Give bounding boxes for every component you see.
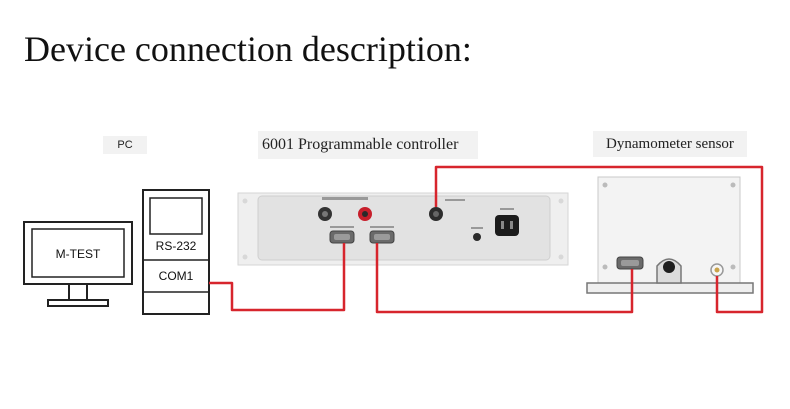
cable-controller-to-sensor-round [434, 165, 764, 314]
pc-monitor: M-TEST [23, 221, 133, 307]
cables [209, 165, 764, 314]
sensor-screw-bl [602, 264, 608, 270]
controller-unit [237, 192, 569, 266]
sensor-screw-tr [730, 182, 736, 188]
power-socket-icon [495, 215, 519, 236]
knob-caption-mark [322, 197, 368, 200]
round-connector-center [433, 211, 439, 217]
ground-caption-mark [471, 227, 483, 229]
round-connector-caption-mark [445, 199, 465, 201]
sensor-port-caption-mark [370, 226, 394, 228]
controller-tag: 6001 Programmable controller [258, 131, 478, 159]
sensor-db9-port-inner [621, 260, 639, 266]
sensor-screw-tl [602, 182, 608, 188]
rack-hole-tl [242, 198, 248, 204]
page-title: Device connection description: [24, 29, 472, 69]
db9-comm-port-inner [334, 234, 350, 240]
rack-hole-bl [242, 254, 248, 260]
cable-pc-to-controller [209, 243, 346, 312]
power-caption-mark [500, 208, 514, 210]
sensor-round-connector-pin [714, 267, 720, 273]
red-knob-center [362, 211, 368, 217]
pc-tower: RS-232 COM1 [142, 189, 210, 315]
power-pin-left [501, 221, 504, 229]
ground-terminal-icon [473, 233, 481, 241]
rack-hole-tr [558, 198, 564, 204]
tower-com-label: COM1 [159, 269, 194, 283]
power-pin-right [510, 221, 513, 229]
sensor-screw-br [730, 264, 736, 270]
shaft-bracket-hole [663, 261, 675, 273]
black-knob-center [322, 211, 328, 217]
tower-drive-bay [149, 197, 203, 235]
cable-controller-to-sensor-db9 [375, 243, 634, 314]
monitor-label: M-TEST [56, 247, 101, 261]
monitor-inner-frame [31, 228, 125, 278]
tower-port-label: RS-232 [156, 239, 197, 253]
sensor-unit [586, 176, 754, 294]
monitor-base [47, 299, 109, 307]
sensor-tag: Dynamometer sensor [593, 131, 747, 157]
db9-sensor-port-inner [374, 234, 390, 240]
pc-tag: PC [103, 136, 147, 154]
monitor-neck [68, 283, 88, 302]
comm-port-caption-mark [330, 226, 354, 228]
rack-hole-br [558, 254, 564, 260]
sensor-base-plate [586, 282, 754, 294]
